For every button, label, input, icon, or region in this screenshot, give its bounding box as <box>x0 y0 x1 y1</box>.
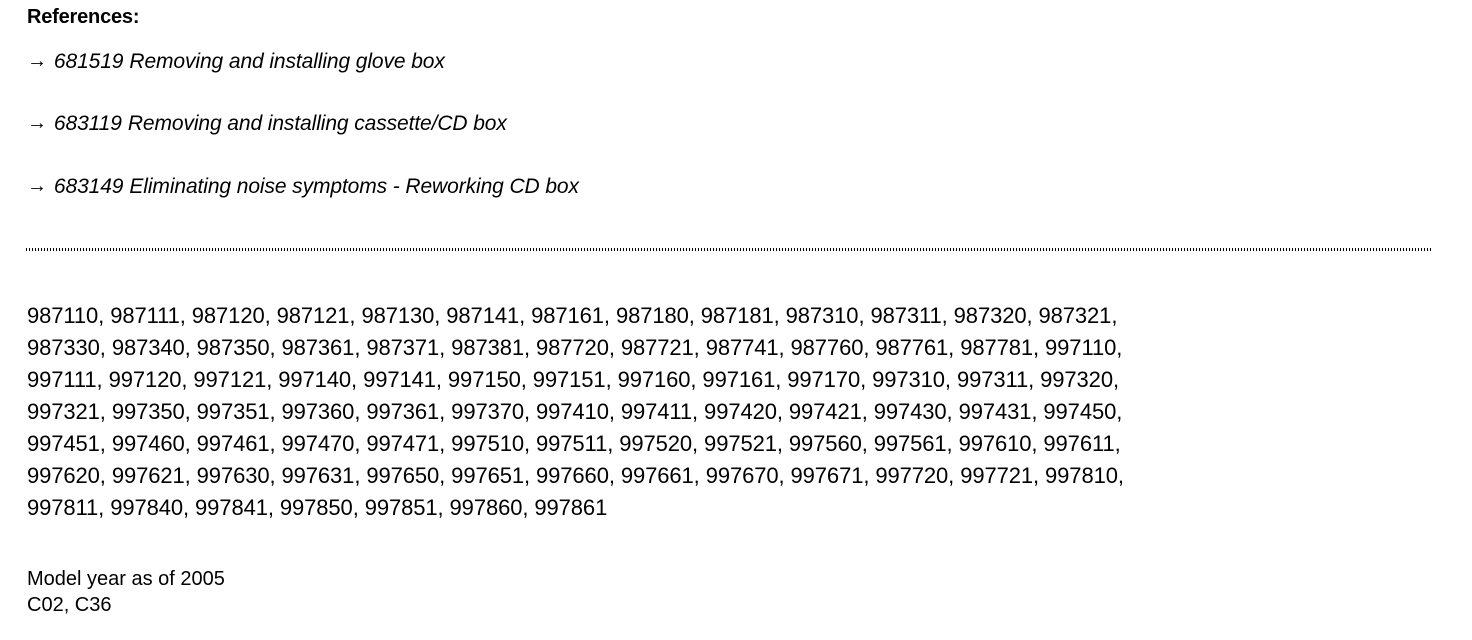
part-number-row: 987330, 987340, 987350, 987361, 987371, … <box>27 335 1123 360</box>
part-number-row: 997451, 997460, 997461, 997470, 997471, … <box>27 431 1121 456</box>
reference-number: 683149 <box>53 175 124 198</box>
reference-number: 683119 <box>53 112 122 135</box>
reference-title: Removing and installing cassette/CD box <box>127 112 507 135</box>
part-number-row: 997111, 997120, 997121, 997140, 997141, … <box>27 367 1119 392</box>
arrow-right-icon: → <box>27 50 47 72</box>
reference-title: Removing and installing glove box <box>129 50 445 73</box>
part-number-row: 987110, 987111, 987120, 987121, 987130, … <box>27 303 1118 328</box>
part-number-row: 997321, 997350, 997351, 997360, 997361, … <box>27 399 1123 424</box>
arrow-right-icon: → <box>27 175 47 197</box>
references-heading: References: <box>27 6 140 28</box>
part-number-row: 997620, 997621, 997630, 997631, 997650, … <box>27 463 1124 488</box>
model-year-note: Model year as of 2005 C02, C36 <box>27 566 225 618</box>
part-number-row: 997811, 997840, 997841, 997850, 997851, … <box>27 495 608 520</box>
model-code-line: C02, C36 <box>27 594 112 616</box>
reference-number: 681519 <box>53 50 124 73</box>
part-number-list: 987110, 987111, 987120, 987121, 987130, … <box>27 300 1437 524</box>
dotted-divider <box>26 248 1432 251</box>
reference-title: Eliminating noise symptoms - Reworking C… <box>129 175 579 198</box>
model-year-line: Model year as of 2005 <box>27 568 225 590</box>
arrow-right-icon: → <box>27 112 47 134</box>
